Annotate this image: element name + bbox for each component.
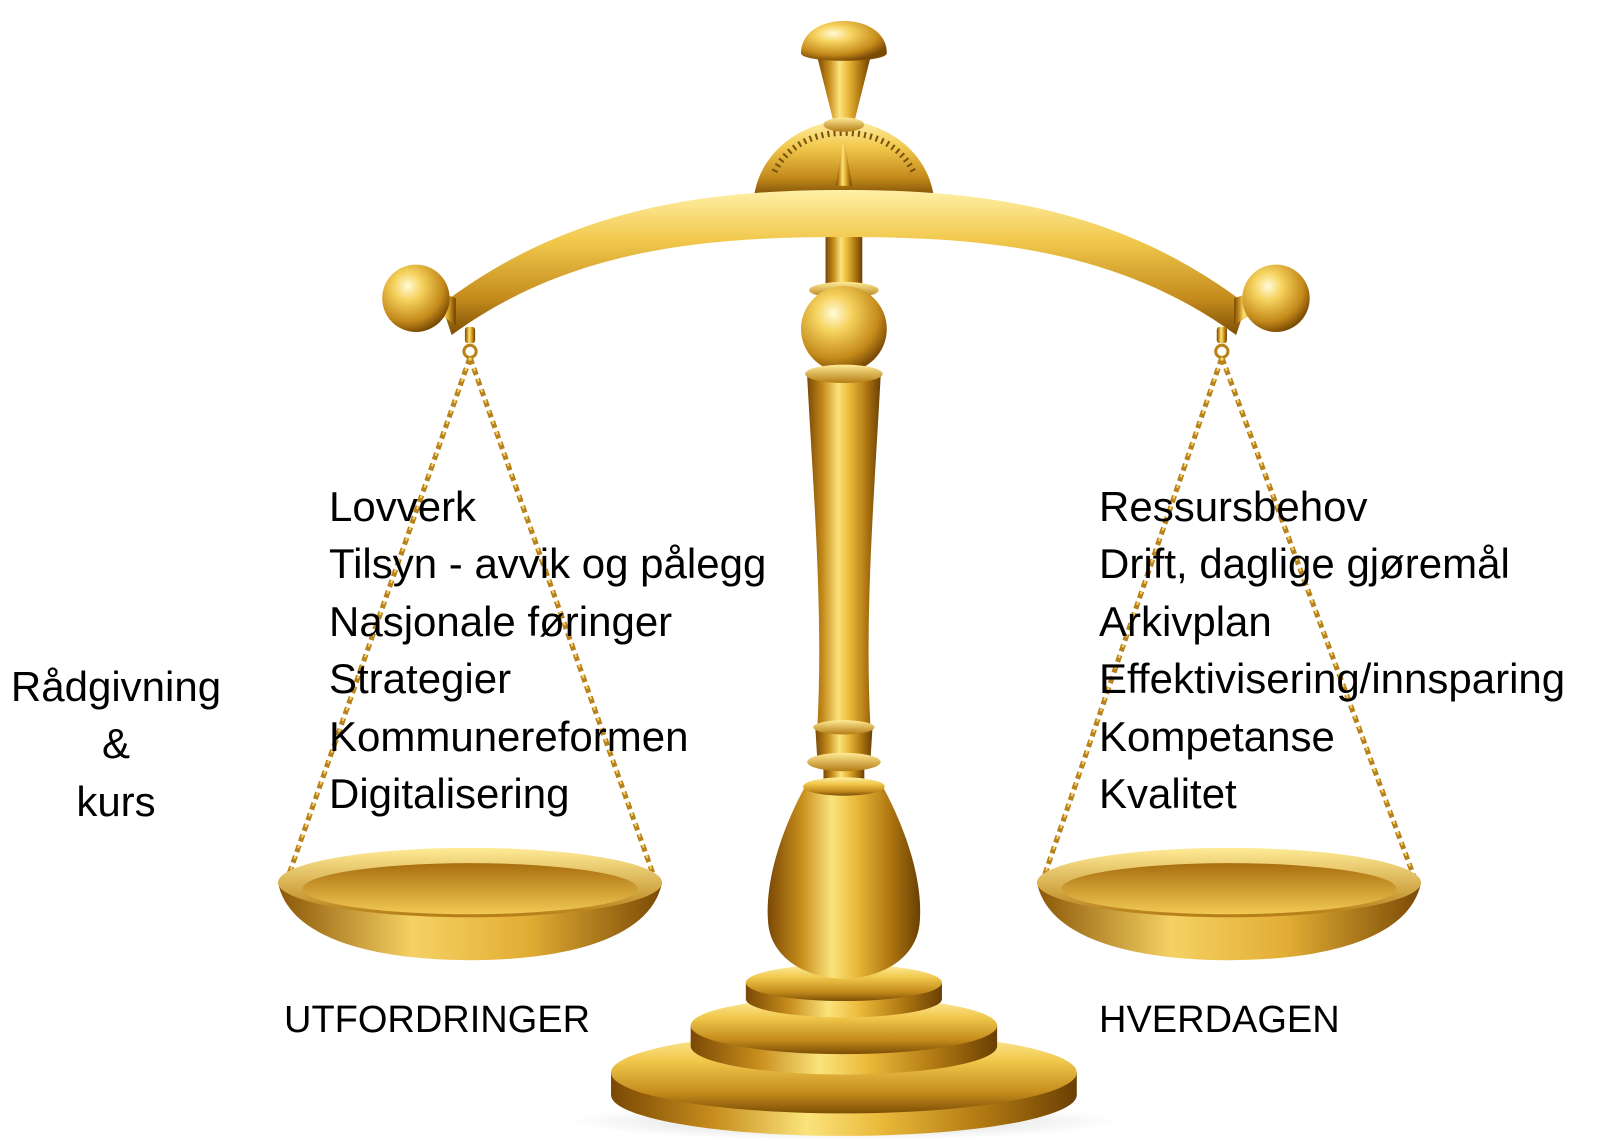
right-pan-caption: HVERDAGEN [1099,999,1340,1041]
left-list-item: Kommunereformen [329,712,689,760]
scale-dial [754,120,934,197]
scale-column [767,234,921,979]
right-list-item: Kompetanse [1099,712,1335,760]
left-hook [462,326,478,360]
left-list-item: Digitalisering [329,770,570,818]
left-list-item: Strategier [329,655,512,703]
side-note-line: & [101,720,130,768]
left-pan [277,847,663,961]
side-note-line: Rådgivning [10,663,222,710]
left-pan-chains [285,356,657,878]
left-list-item: Lovverk [329,483,477,530]
left-list-item: Tilsyn - avvik og pålegg [329,540,767,588]
side-note: Rådgivning & kurs [0,658,232,830]
right-pan-chains [1041,356,1417,878]
right-pan-list: Ressursbehov Drift, daglige gjøremål Ark… [1099,478,1565,822]
scale-beam [441,189,1247,336]
right-list-item: Drift, daglige gjøremål [1099,540,1510,588]
right-list-item: Effektivisering/innsparing [1099,655,1566,703]
left-list-item: Nasjonale føringer [329,597,673,645]
scale-base [568,964,1120,1140]
right-beam-knob [1234,264,1310,332]
right-pan [1036,847,1422,961]
left-beam-knob [382,264,456,332]
right-hook [1214,326,1230,360]
left-pan-caption: UTFORDRINGER [284,999,591,1041]
column-ball [801,286,887,372]
right-list-item: Kvalitet [1099,770,1237,818]
right-list-item: Ressursbehov [1099,483,1368,530]
right-list-item: Arkivplan [1099,597,1272,645]
column-vase [767,786,921,979]
column-shaft [807,375,881,728]
scale-finial [801,20,887,132]
side-note-line: kurs [76,777,156,825]
left-pan-list: Lovverk Tilsyn - avvik og pålegg Nasjona… [329,478,766,822]
